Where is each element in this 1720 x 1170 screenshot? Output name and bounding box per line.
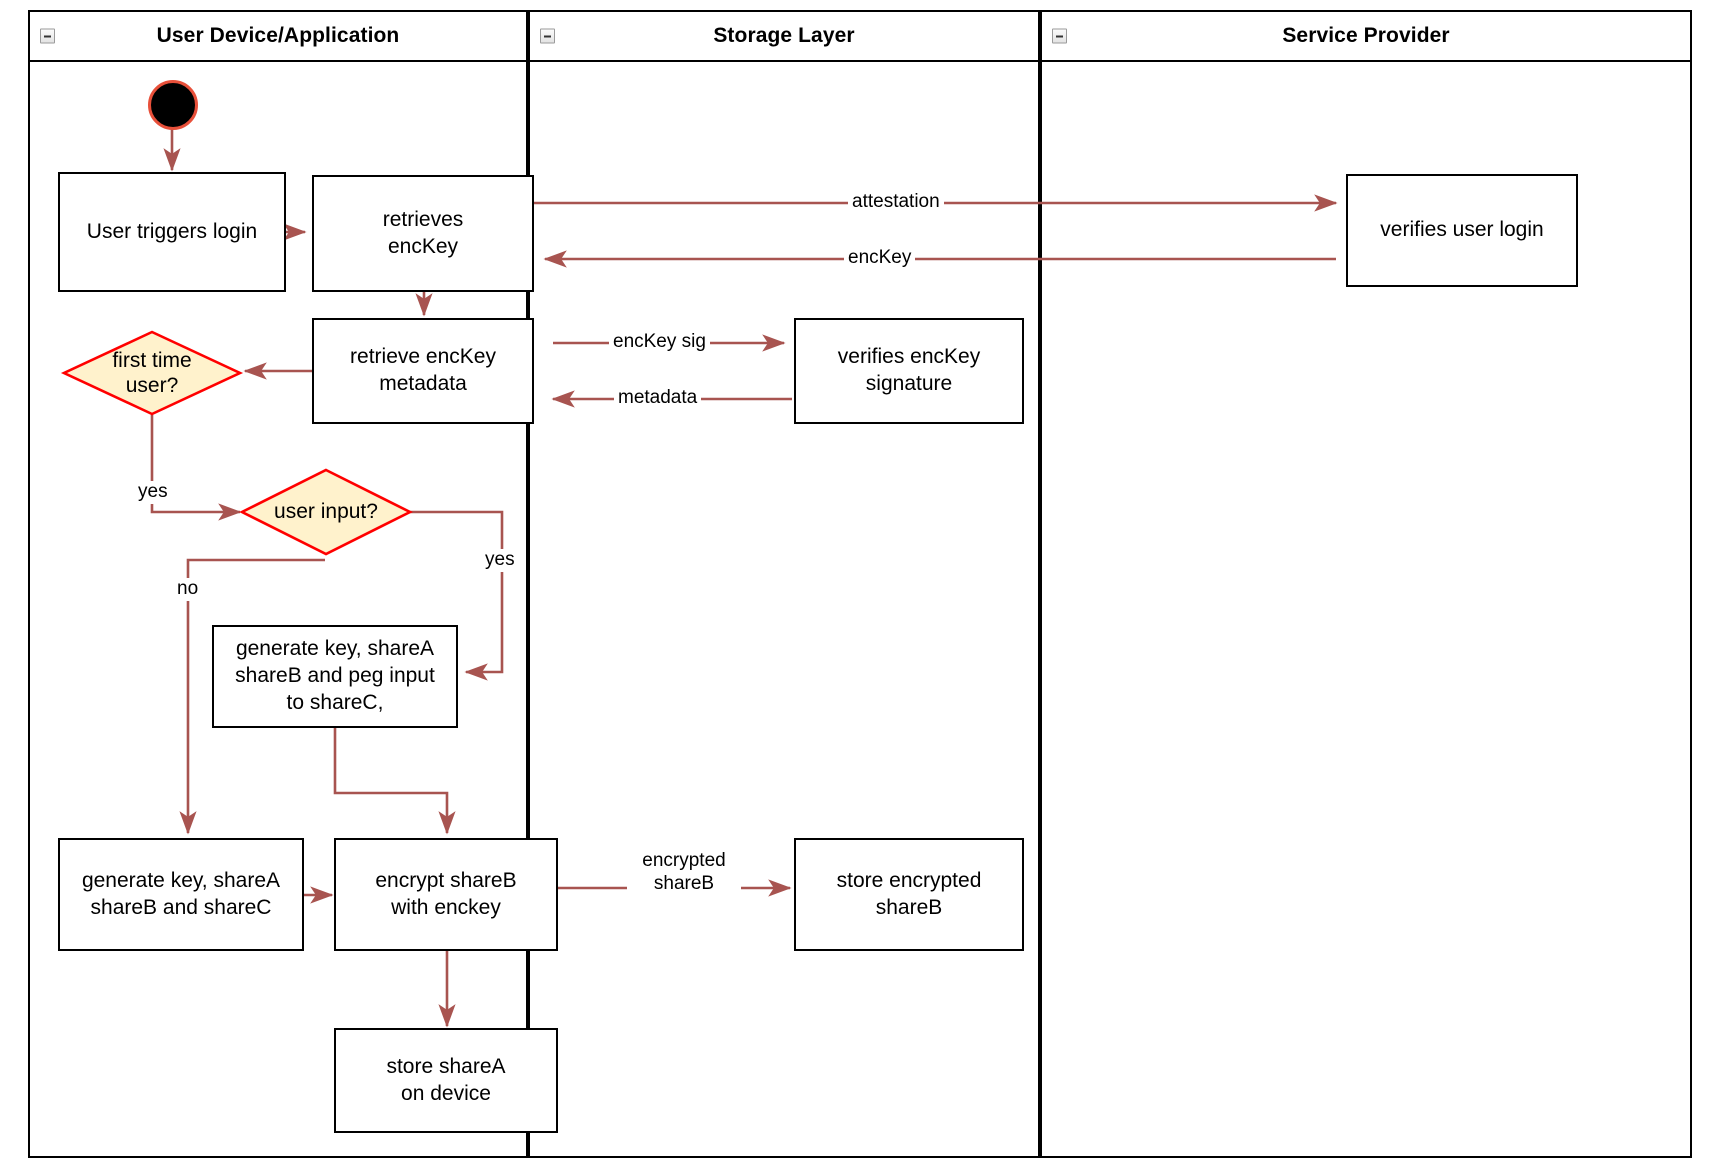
node-store-sharea-on-device[interactable]: store shareA on device bbox=[334, 1028, 558, 1133]
swimlane-header-storage-layer: Storage Layer bbox=[530, 12, 1038, 62]
node-label: retrieves encKey bbox=[382, 207, 464, 258]
swimlane-title-service-provider: Service Provider bbox=[1282, 24, 1450, 47]
edge-label-no-user-input: no bbox=[173, 578, 203, 601]
node-label: verifies encKey signature bbox=[837, 345, 981, 395]
decision-first-time-user[interactable]: first time user? bbox=[60, 330, 244, 416]
swimlane-storage-layer: Storage Layer bbox=[528, 10, 1040, 1158]
node-user-triggers-login[interactable]: User triggers login bbox=[58, 172, 286, 292]
edge-userinput-no bbox=[179, 558, 325, 835]
decision-label: first time user? bbox=[112, 348, 192, 397]
swimlane-title-user-device: User Device/Application bbox=[156, 24, 400, 47]
edge-label-enckey: encKey bbox=[844, 247, 916, 270]
edge-label-enckey-sig: encKey sig bbox=[609, 331, 710, 354]
edge-label-encrypted-shareb: encrypted shareB bbox=[627, 850, 741, 896]
node-encrypt-shareb[interactable]: encrypt shareB with enckey bbox=[334, 838, 558, 951]
swimlane-header-service-provider: Service Provider bbox=[1042, 12, 1690, 62]
node-store-encrypted-shareb[interactable]: store encrypted shareB bbox=[794, 838, 1024, 951]
edge-firsttime-yes bbox=[150, 415, 242, 521]
edge-label-yes-user-input: yes bbox=[481, 549, 519, 572]
node-generate-key-peg-input[interactable]: generate key, shareA shareB and peg inpu… bbox=[212, 625, 458, 728]
node-label: User triggers login bbox=[86, 219, 258, 243]
node-label: store encrypted shareB bbox=[836, 868, 982, 919]
edge-label-attestation: attestation bbox=[848, 191, 944, 214]
collapse-minus-icon[interactable] bbox=[540, 28, 555, 44]
collapse-minus-icon[interactable] bbox=[1052, 28, 1067, 44]
edge-userinput-yes bbox=[410, 510, 504, 681]
swimlane-service-provider: Service Provider bbox=[1040, 10, 1692, 1158]
edge-peginput-to-encrypt bbox=[333, 728, 456, 835]
decision-user-input[interactable]: user input? bbox=[239, 468, 413, 556]
node-verifies-enckey-signature[interactable]: verifies encKey signature bbox=[794, 318, 1024, 424]
swimlane-user-device: User Device/Application bbox=[28, 10, 528, 1158]
collapse-minus-icon[interactable] bbox=[40, 28, 55, 44]
node-retrieve-enckey-metadata[interactable]: retrieve encKey metadata bbox=[312, 318, 534, 424]
edge-label-yes-first-time: yes bbox=[134, 481, 172, 504]
swimlane-header-user-device: User Device/Application bbox=[30, 12, 526, 62]
node-label: generate key, shareA shareB and peg inpu… bbox=[235, 637, 435, 714]
node-label: verifies user login bbox=[1380, 218, 1544, 242]
node-label: store shareA on device bbox=[386, 1054, 506, 1105]
swimlane-title-storage-layer: Storage Layer bbox=[713, 24, 855, 47]
node-label: generate key, shareA shareB and shareC bbox=[81, 868, 281, 919]
node-label: retrieve encKey metadata bbox=[350, 345, 496, 395]
node-retrieves-enckey[interactable]: retrieves encKey bbox=[312, 175, 534, 292]
start-node bbox=[148, 80, 198, 130]
node-verifies-user-login[interactable]: verifies user login bbox=[1346, 174, 1578, 287]
node-generate-key-sharec[interactable]: generate key, shareA shareB and shareC bbox=[58, 838, 304, 951]
node-label: encrypt shareB with enckey bbox=[375, 868, 517, 919]
edge-label-metadata: metadata bbox=[614, 387, 702, 410]
decision-label: user input? bbox=[274, 500, 378, 524]
